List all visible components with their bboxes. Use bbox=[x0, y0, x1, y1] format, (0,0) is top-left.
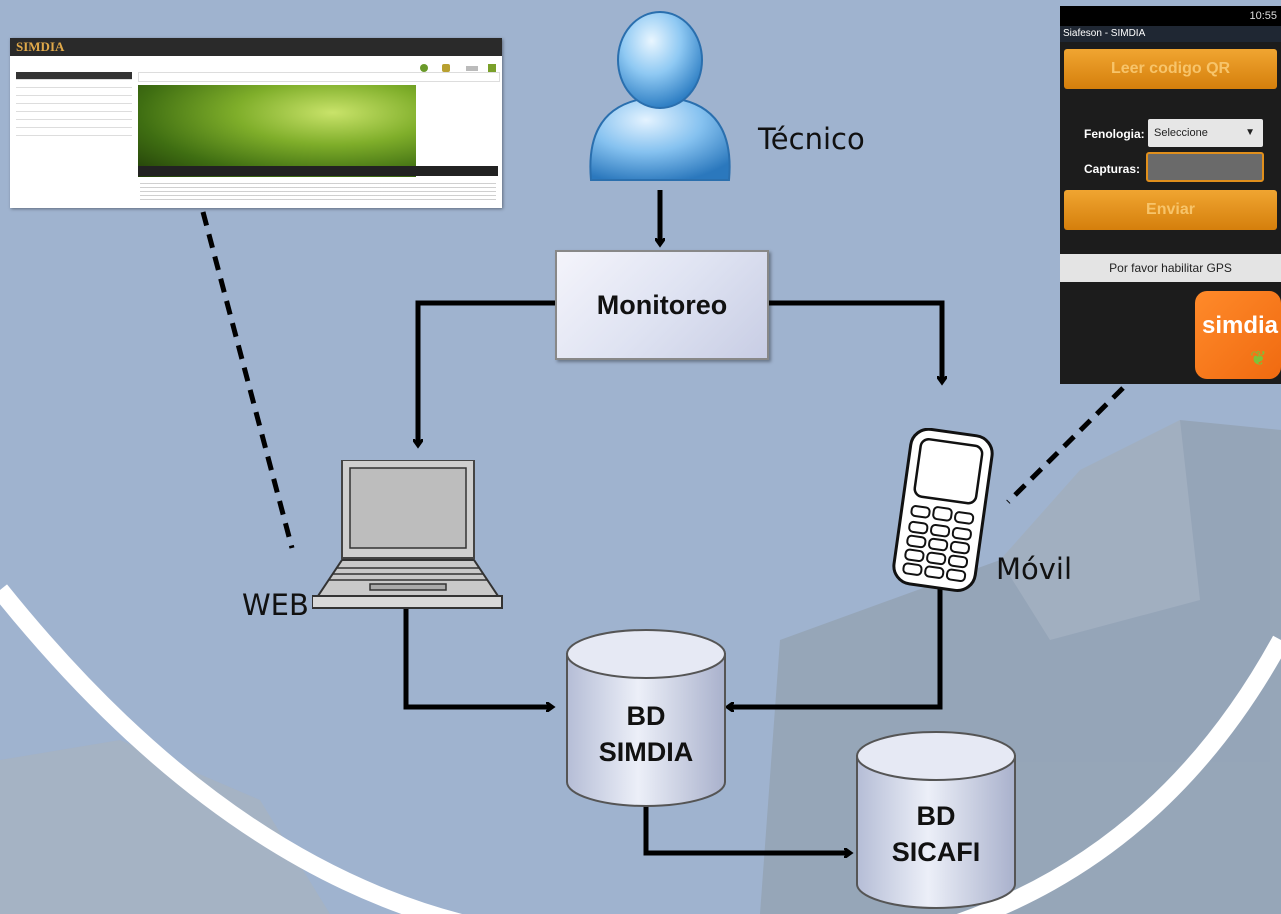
send-button[interactable]: Enviar bbox=[1064, 190, 1277, 230]
website-nav-icon[interactable] bbox=[488, 64, 496, 72]
website-menu-item[interactable] bbox=[16, 112, 132, 120]
read-qr-button[interactable]: Leer codigo QR bbox=[1064, 49, 1277, 89]
fenologia-select[interactable]: Seleccione ▼ bbox=[1148, 119, 1263, 147]
monitoreo-label: Monitoreo bbox=[596, 289, 728, 320]
website-breadcrumb bbox=[138, 72, 500, 82]
website-nav-icon[interactable] bbox=[420, 64, 428, 72]
bd-simdia-line1: BD bbox=[626, 701, 666, 731]
phone-app-screenshot: 10:55 Siafeson - SIMDIA Leer codigo QR F… bbox=[1060, 6, 1281, 384]
arrow-movil-bd-simdia bbox=[728, 585, 943, 707]
bd-sicafi-line1: BD bbox=[916, 801, 956, 831]
website-nav-icon[interactable] bbox=[442, 64, 450, 72]
phone-app-title: Siafeson - SIMDIA bbox=[1060, 26, 1281, 42]
website-menu bbox=[16, 72, 132, 136]
website-header: SIMDIA bbox=[10, 38, 502, 56]
website-menu-item[interactable] bbox=[16, 80, 132, 88]
bd-sicafi-label: BD SICAFI bbox=[855, 798, 1017, 870]
website-menu-item[interactable] bbox=[16, 88, 132, 96]
website-menu-item[interactable] bbox=[16, 104, 132, 112]
fenologia-label: Fenologia: bbox=[1084, 127, 1145, 141]
monitoreo-box: Monitoreo bbox=[555, 250, 769, 360]
capturas-input[interactable] bbox=[1146, 152, 1264, 182]
gps-message: Por favor habilitar GPS bbox=[1060, 254, 1281, 282]
chevron-down-icon: ▼ bbox=[1245, 127, 1255, 138]
website-screenshot: SIMDIA bbox=[10, 38, 502, 208]
capturas-label: Capturas: bbox=[1084, 162, 1141, 176]
website-banner-caption bbox=[138, 166, 498, 176]
website-menu-item[interactable] bbox=[16, 128, 132, 136]
bd-sicafi-cylinder bbox=[856, 731, 1016, 909]
phone-status-bar: 10:55 bbox=[1060, 6, 1281, 26]
website-nav-icon[interactable] bbox=[466, 66, 478, 71]
movil-label: Móvil bbox=[996, 552, 1073, 586]
technician-user-icon bbox=[589, 11, 731, 181]
website-menu-item[interactable] bbox=[16, 72, 132, 80]
website-body-text bbox=[140, 183, 496, 203]
bd-simdia-cylinder bbox=[566, 629, 726, 807]
phone-status-time: 10:55 bbox=[1249, 10, 1277, 22]
dash-web-screenshot bbox=[200, 211, 295, 549]
website-menu-item[interactable] bbox=[16, 120, 132, 128]
arrow-web-bd-simdia bbox=[403, 607, 552, 707]
arrow-monitoreo-movil bbox=[765, 300, 942, 382]
fenologia-select-value: Seleccione bbox=[1154, 127, 1208, 139]
website-menu-item[interactable] bbox=[16, 96, 132, 104]
leaf-icon: ❦ bbox=[1250, 348, 1267, 370]
website-banner-image bbox=[138, 85, 416, 177]
web-label: WEB bbox=[242, 588, 309, 622]
bd-simdia-label: BD SIMDIA bbox=[565, 698, 727, 770]
arrow-monitoreo-web bbox=[418, 300, 555, 445]
tecnico-label: Técnico bbox=[758, 122, 865, 156]
bd-sicafi-line2: SICAFI bbox=[891, 837, 981, 867]
simdia-logo-text: simdia bbox=[1201, 312, 1279, 339]
laptop-icon bbox=[312, 460, 503, 609]
simdia-app-logo bbox=[1195, 291, 1281, 379]
bd-simdia-line2: SIMDIA bbox=[598, 737, 694, 767]
dash-phone-screenshot bbox=[1006, 386, 1125, 504]
website-logo: SIMDIA bbox=[16, 39, 65, 54]
arrow-simdia-sicafi bbox=[643, 805, 850, 853]
mobile-phone-icon bbox=[892, 428, 994, 592]
